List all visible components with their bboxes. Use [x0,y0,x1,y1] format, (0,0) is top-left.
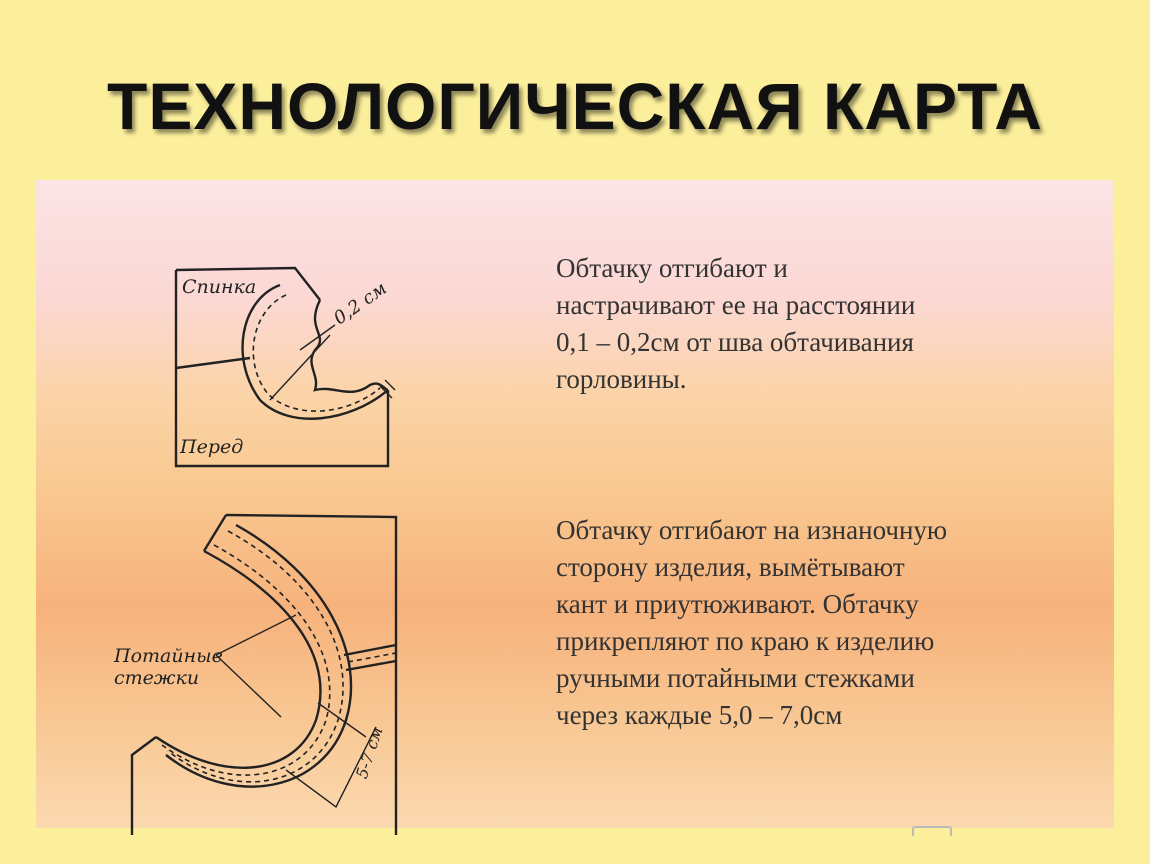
corner-mark [912,826,952,836]
step1-line: настрачивают ее на расстоянии [556,290,916,320]
step2-line: сторону изделия, вымётывают [556,552,905,582]
step2-line: Обтачку отгибают на изнаночную [556,515,948,545]
label-hidden-stitches: Потайные стежки [114,645,223,689]
label-back: Спинка [182,276,257,298]
hidden-stitches-drawing [130,513,398,835]
slide-title: ТЕХНОЛОГИЧЕСКАЯ КАРТА [107,69,1043,143]
figure-hidden-stitches: Потайные стежки 5-7 см [96,505,416,835]
step2-line: ручными потайными стежками [556,663,915,693]
step2-description: Обтачку отгибают на изнаночную сторону и… [556,512,1096,734]
label-front: Перед [180,436,244,458]
step1-line: 0,1 – 0,2см от шва обтачивания [556,327,914,357]
facing-topstitch-drawing [174,266,396,468]
content-panel [36,180,1114,828]
step2-line: прикрепляют по краю к изделию [556,626,935,656]
step1-line: горловины. [556,364,687,394]
step2-line: кант и приутюживают. Обтачку [556,589,919,619]
figure-facing-topstitch: Спинка Перед 0,2 см [130,240,430,480]
step1-line: Обтачку отгибают и [556,253,788,283]
step1-description: Обтачку отгибают и настрачивают ее на ра… [556,250,1076,398]
step2-line: через каждые 5,0 – 7,0см [556,700,843,730]
